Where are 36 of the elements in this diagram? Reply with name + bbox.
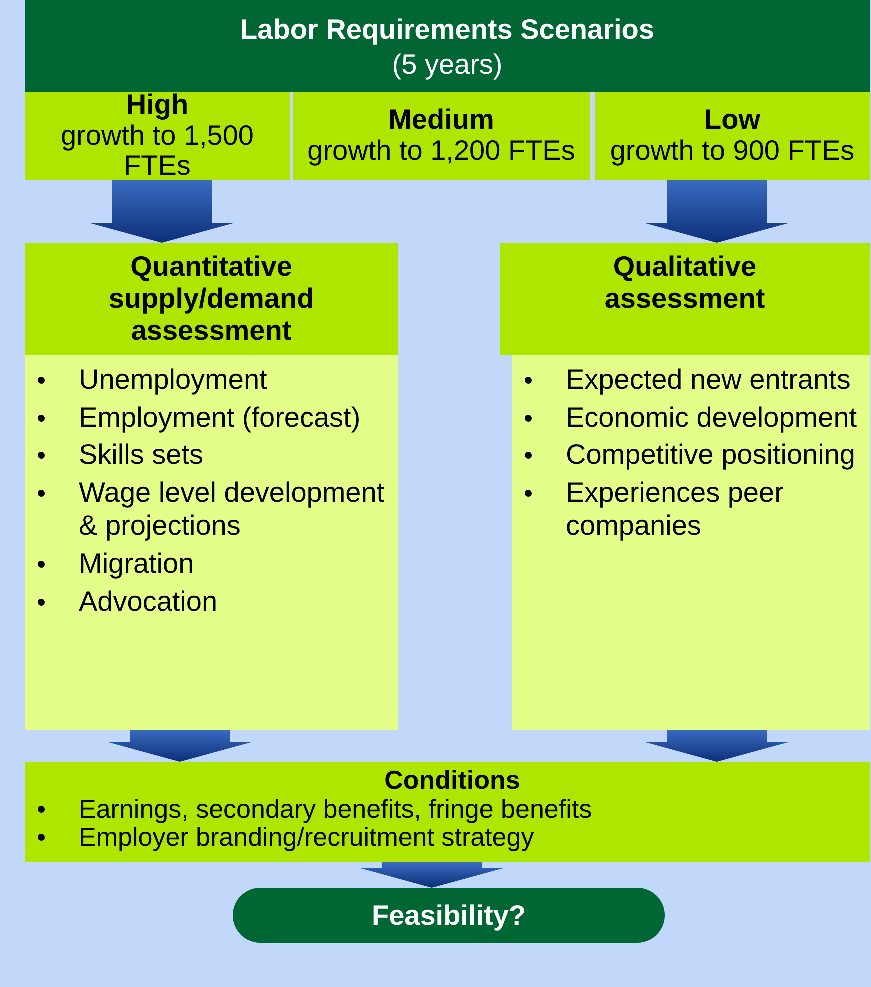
list-item: Skills sets bbox=[79, 438, 204, 472]
list-item: Expected new entrants bbox=[566, 363, 851, 397]
block-arrow bbox=[359, 862, 505, 888]
list-item: Employer branding/recruitment strategy bbox=[79, 823, 534, 852]
conditions-heading: Conditions bbox=[384, 765, 520, 795]
block-arrow bbox=[644, 180, 790, 243]
block-arrow bbox=[89, 180, 235, 243]
list-item: Earnings, secondary benefits, fringe benefits bbox=[79, 794, 592, 824]
header-subtitle: (5 years) bbox=[392, 48, 503, 82]
scenario-title: Medium bbox=[388, 105, 494, 136]
list-item: Migration bbox=[79, 546, 194, 581]
block-arrow bbox=[644, 730, 790, 762]
list-item: Employment (forecast) bbox=[79, 400, 361, 434]
scenario-cell bbox=[25, 92, 290, 180]
scenario-cell bbox=[595, 92, 870, 180]
scenario-description: growth to 900 FTEs bbox=[610, 136, 855, 167]
assessment-panel bbox=[25, 243, 398, 730]
list-item: Economic development bbox=[566, 400, 858, 434]
panel-heading: Qualitative assessment bbox=[604, 251, 766, 316]
assessment-panel bbox=[500, 243, 870, 730]
scenario-title: High bbox=[126, 90, 189, 121]
scenario-description: growth to 1,500 FTEs bbox=[60, 120, 256, 182]
list-item: Unemployment bbox=[79, 363, 268, 397]
header-title: Labor Requirements Scenarios bbox=[240, 13, 654, 47]
list-item: Experiences peer companies bbox=[566, 476, 785, 543]
list-item: Competitive positioning bbox=[566, 438, 856, 472]
list-item: Wage level development & projections bbox=[79, 476, 386, 543]
scenario-title: Low bbox=[704, 105, 760, 136]
conditions-box bbox=[25, 762, 870, 862]
panel-heading: Quantitative supply/demand assessment bbox=[108, 251, 316, 348]
scenario-cell bbox=[293, 92, 590, 180]
result-text: Feasibility? bbox=[372, 898, 526, 933]
scenario-description: growth to 1,200 FTEs bbox=[308, 136, 576, 167]
block-arrow bbox=[107, 730, 253, 762]
header-band bbox=[25, 0, 870, 92]
list-item: Advocation bbox=[79, 584, 218, 618]
